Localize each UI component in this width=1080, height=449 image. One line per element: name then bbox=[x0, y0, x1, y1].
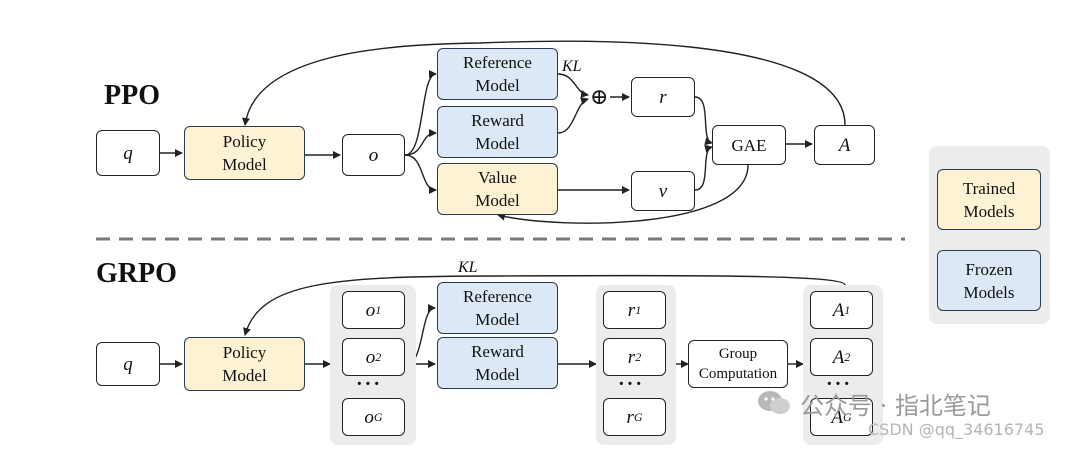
watermark-source: CSDN @qq_34616745 bbox=[868, 420, 1045, 439]
legend-frozen-models: Frozen Models bbox=[937, 250, 1041, 311]
ppo-reference-model: Reference Model bbox=[437, 48, 558, 100]
grpo-group-computation: Group Computation bbox=[688, 340, 788, 388]
grpo-a-dots: ··· bbox=[826, 373, 853, 395]
ppo-policy-model: Policy Model bbox=[184, 126, 305, 180]
ppo-value-model: Value Model bbox=[437, 163, 558, 215]
grpo-reward-model: Reward Model bbox=[437, 337, 558, 389]
legend-trained-models: Trained Models bbox=[937, 169, 1041, 230]
ppo-o-box: o bbox=[342, 134, 405, 176]
ppo-q-box: q bbox=[96, 130, 160, 176]
watermark-text: 公众号 · 指北笔记 bbox=[800, 392, 991, 420]
ppo-title: PPO bbox=[104, 80, 160, 111]
ppo-r-box: r bbox=[631, 77, 695, 117]
ppo-kl-label: KL bbox=[562, 58, 582, 75]
ppo-reward-model: Reward Model bbox=[437, 106, 558, 158]
grpo-r-dots: ··· bbox=[618, 373, 645, 395]
grpo-policy-model: Policy Model bbox=[184, 337, 305, 391]
grpo-q-box: q bbox=[96, 342, 160, 386]
wechat-icon bbox=[758, 391, 790, 414]
ppo-gae-box: GAE bbox=[712, 125, 786, 165]
ppo-v-box: v bbox=[631, 171, 695, 211]
ppo-a-box: A bbox=[814, 125, 875, 165]
grpo-reference-model: Reference Model bbox=[437, 282, 558, 334]
grpo-o-dots: ··· bbox=[356, 373, 383, 395]
grpo-kl-label: KL bbox=[458, 259, 478, 276]
grpo-title: GRPO bbox=[96, 258, 177, 289]
ppo-plus-icon: ⊕ bbox=[590, 84, 609, 109]
